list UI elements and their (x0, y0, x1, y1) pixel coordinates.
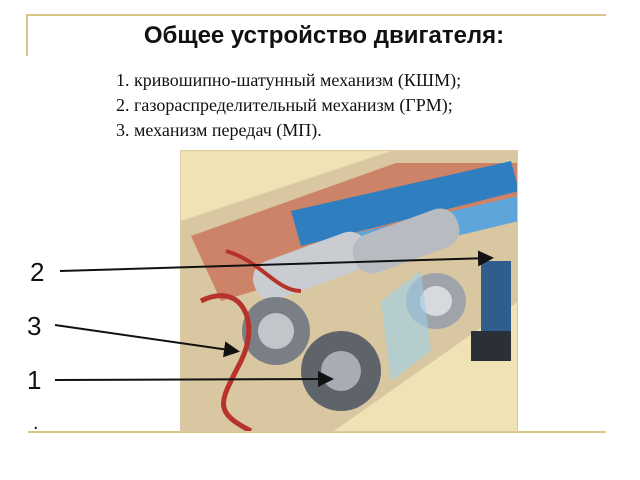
callout-label-2: 2 (30, 257, 45, 287)
engine-cutaway-illustration (180, 150, 518, 432)
component-list: 1. кривошипно-шатунный механизм (КШМ); 2… (116, 68, 461, 143)
list-item: 1. кривошипно-шатунный механизм (КШМ); (116, 70, 462, 90)
callout-label-3: 3 (27, 311, 42, 341)
list-item: 3. механизм передач (МП). (116, 120, 322, 140)
arrow-2 (59, 250, 494, 272)
arrow-3 (54, 324, 240, 358)
list-item: 2. газораспределительный механизм (ГРМ); (116, 95, 453, 115)
slide-title: Общее устройство двигателя: (143, 22, 505, 49)
top-rule (28, 14, 606, 16)
arrow-1 (54, 371, 334, 388)
bottom-rule (28, 431, 606, 433)
left-rule (26, 14, 28, 56)
callout-label-1: 1 (27, 365, 42, 395)
engine-drawing (181, 151, 517, 431)
stray-dot: . (33, 412, 39, 434)
